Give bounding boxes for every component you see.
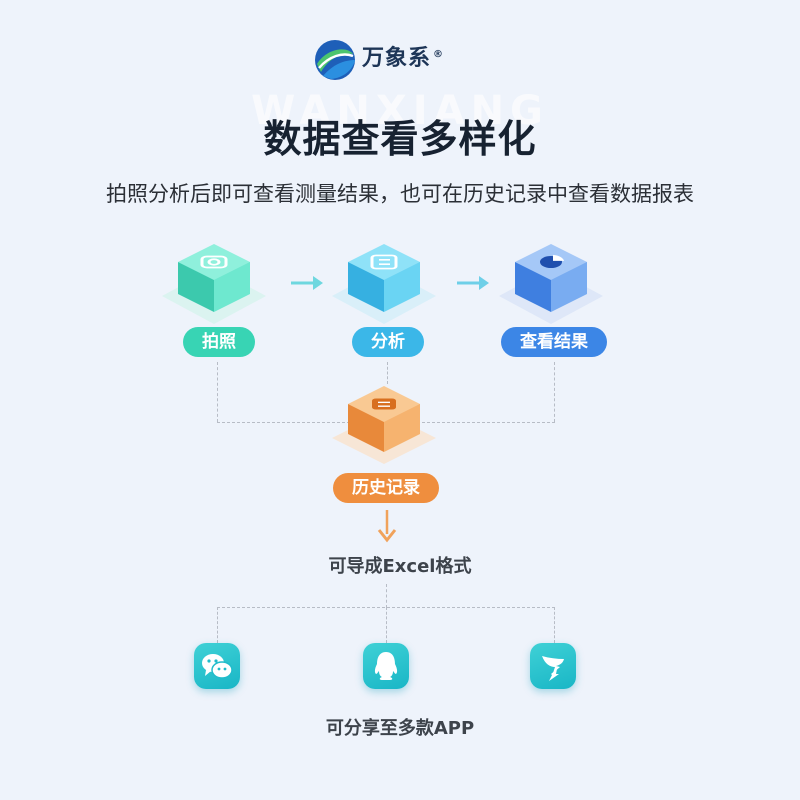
flow-arrow-2 — [457, 276, 489, 290]
brand-logo-icon — [315, 40, 355, 80]
connector-result — [554, 362, 555, 422]
flow-arrow-1 — [291, 276, 323, 290]
share-app-dingtalk[interactable] — [530, 643, 576, 689]
share-app-wechat[interactable] — [194, 643, 240, 689]
pie-chart-icon — [540, 254, 564, 269]
dingtalk-icon — [542, 656, 564, 681]
qq-icon — [374, 652, 398, 680]
camera-icon — [200, 255, 228, 269]
page-title: 数据查看多样化 — [263, 117, 537, 161]
step-label-result: 查看结果 — [501, 327, 607, 357]
arrow-down-icon — [377, 510, 397, 543]
export-caption: 可导成Excel格式 — [328, 556, 472, 577]
step-card-history — [332, 386, 436, 464]
page-subtitle: 拍照分析后即可查看测量结果，也可在历史记录中查看数据报表 — [106, 182, 694, 206]
share-connector-top — [386, 584, 387, 608]
step-card-photo — [162, 244, 266, 324]
chat-list-icon — [372, 398, 396, 410]
share-connector-right — [554, 607, 555, 643]
share-connector-middle — [386, 607, 387, 643]
watermark-text: WANXIANG — [251, 88, 549, 134]
connector-photo — [217, 362, 218, 422]
share-connector-left — [217, 607, 218, 643]
share-caption: 可分享至多款APP — [325, 718, 475, 739]
brand-name: 万象系® — [362, 46, 445, 71]
step-label-analysis: 分析 — [352, 327, 424, 357]
analysis-icon — [370, 254, 398, 270]
step-label-history: 历史记录 — [333, 473, 439, 503]
step-card-result — [499, 244, 603, 324]
step-label-photo: 拍照 — [183, 327, 255, 357]
wechat-icon — [202, 654, 233, 679]
step-card-analysis — [332, 244, 436, 324]
share-app-qq[interactable] — [363, 643, 409, 689]
connector-analysis — [387, 362, 388, 384]
